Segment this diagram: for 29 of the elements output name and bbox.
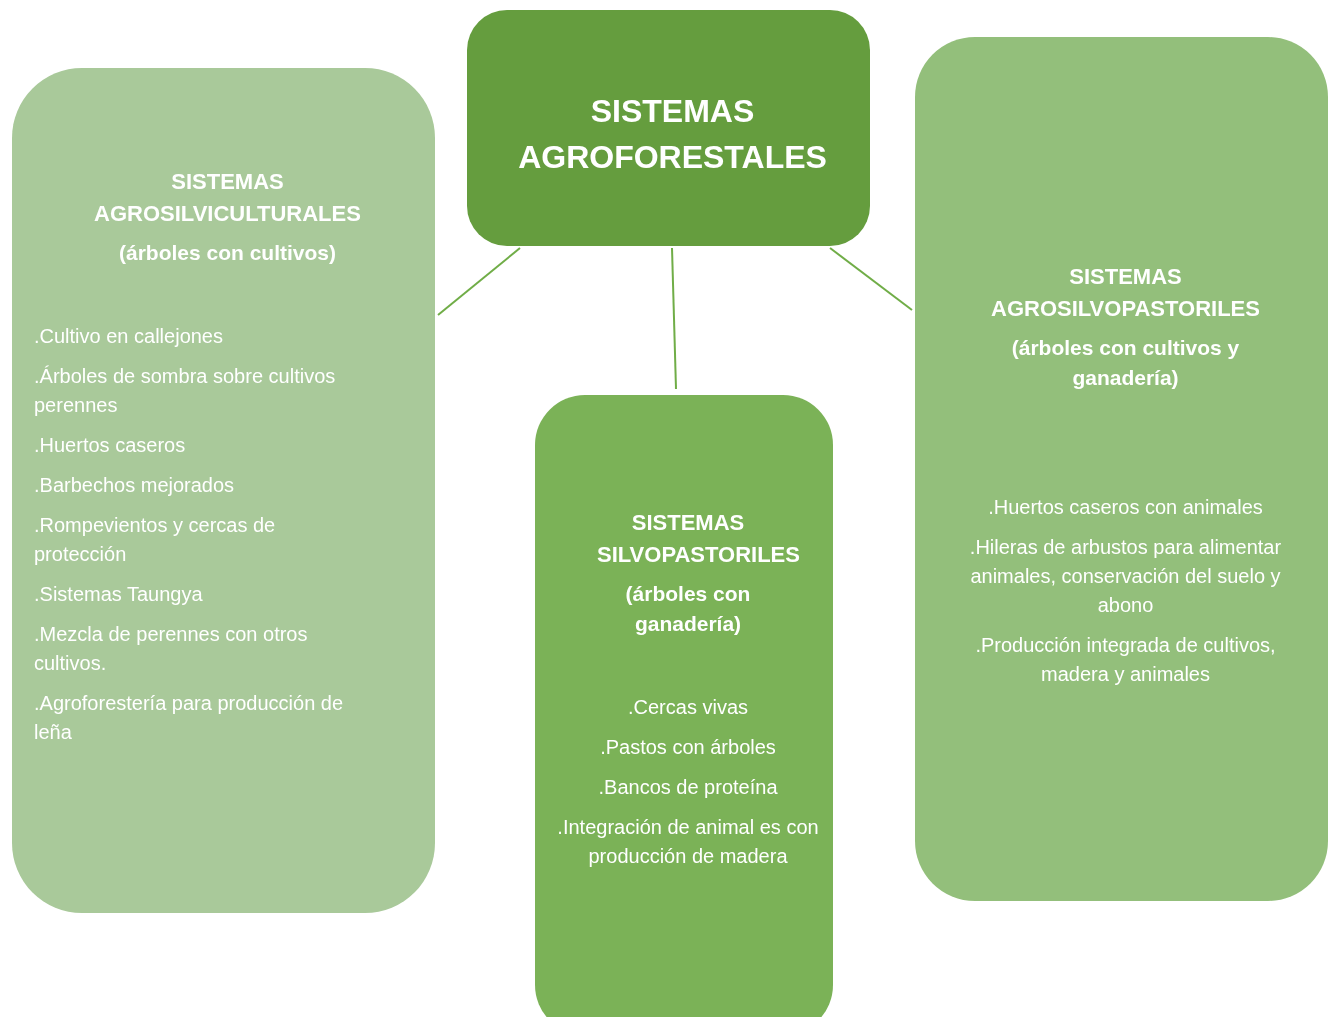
category-box [535,395,833,1017]
list-item: .Sistemas Taungya [34,582,204,607]
connector-line [829,247,913,311]
list-item: .Cultivo en callejones [34,324,224,349]
title-box [467,10,870,246]
list-item: .Huertos caseros con animales [987,495,1264,520]
category-subtitle: (árboles con cultivos) [117,240,337,266]
category-subtitle: (árboles con ganadería) [624,581,752,637]
category-box [12,68,435,913]
list-item: .Huertos caseros [34,433,187,458]
list-item: .Pastos con árboles [599,735,777,760]
list-item: .Bancos de proteína [597,775,779,800]
list-item: .Mezcla de perennes con otros cultivos. [34,622,309,676]
category-box [915,37,1328,901]
category-heading: SISTEMAS AGROSILVOPASTORILES [990,263,1261,323]
category-heading: SISTEMAS AGROSILVICULTURALES [93,168,362,228]
list-item: .Barbechos mejorados [34,473,236,498]
connector-line [437,247,521,316]
list-item: .Rompevientos y cercas de protección [34,513,277,567]
list-item: .Integración de animal es con producción de madera [557,815,819,869]
list-item: .Agroforestería para producción de leña [34,691,345,745]
list-item: .Cercas vivas [627,695,749,720]
category-subtitle: (árboles con cultivos y ganadería) [1010,335,1241,391]
connector-line [671,247,677,390]
node-label: SISTEMAS AGROFORESTALES [517,92,828,177]
list-item: .Hileras de arbustos para alimentar animales, conservación del suelo y abono [968,535,1283,618]
category-heading: SISTEMAS SILVOPASTORILES [596,509,801,569]
list-item: .Producción integrada de cultivos, madera y animales [974,633,1277,687]
list-item: .Árboles de sombra sobre cultivos perennes [34,364,337,418]
